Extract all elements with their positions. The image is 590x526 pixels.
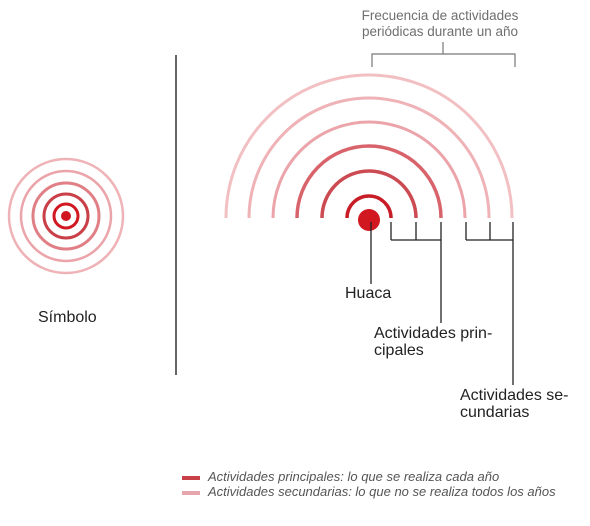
legend-swatch-primary xyxy=(182,476,200,480)
arc-7-secondary xyxy=(224,73,514,219)
arcs xyxy=(224,73,514,219)
symbol-ring-1 xyxy=(52,202,80,230)
arc-6-secondary xyxy=(247,96,491,219)
legend-text-secondary: Actividades secundarias: lo que no se re… xyxy=(208,483,556,499)
legend-item-secondary: Actividades secundarias: lo que no se re… xyxy=(182,483,582,500)
header-bracket xyxy=(371,53,516,67)
huaca-dot xyxy=(358,209,380,231)
symbol-ring-4 xyxy=(19,169,113,263)
symbol-center-dot xyxy=(61,211,71,221)
legend: Actividades principales: lo que se reali… xyxy=(182,469,582,500)
legend-swatch-secondary xyxy=(182,490,200,495)
legend-item-primary: Actividades principales: lo que se reali… xyxy=(182,469,582,485)
primary-bracket xyxy=(390,222,442,323)
arc-4-primary xyxy=(295,144,443,219)
arc-5-secondary xyxy=(271,120,467,219)
symbol-ring-2 xyxy=(42,192,90,240)
legend-text-primary: Actividades principales: lo que se reali… xyxy=(208,469,500,484)
huaca-label: Huaca xyxy=(345,285,392,302)
secondary-bracket xyxy=(465,222,514,385)
arc-3-primary xyxy=(320,169,418,219)
symbol-ring-5 xyxy=(7,157,125,275)
primary-activities-label: Actividades prin- cipales xyxy=(374,325,493,359)
arc-2-primary xyxy=(345,194,393,219)
symbol-ring-3 xyxy=(31,181,101,251)
symbol-label: Símbolo xyxy=(38,309,97,326)
secondary-activities-label: Actividades se- cundarias xyxy=(460,387,569,421)
symbol-icon xyxy=(7,157,125,275)
frequency-header: Frecuencia de actividades periódicas dur… xyxy=(361,8,519,39)
